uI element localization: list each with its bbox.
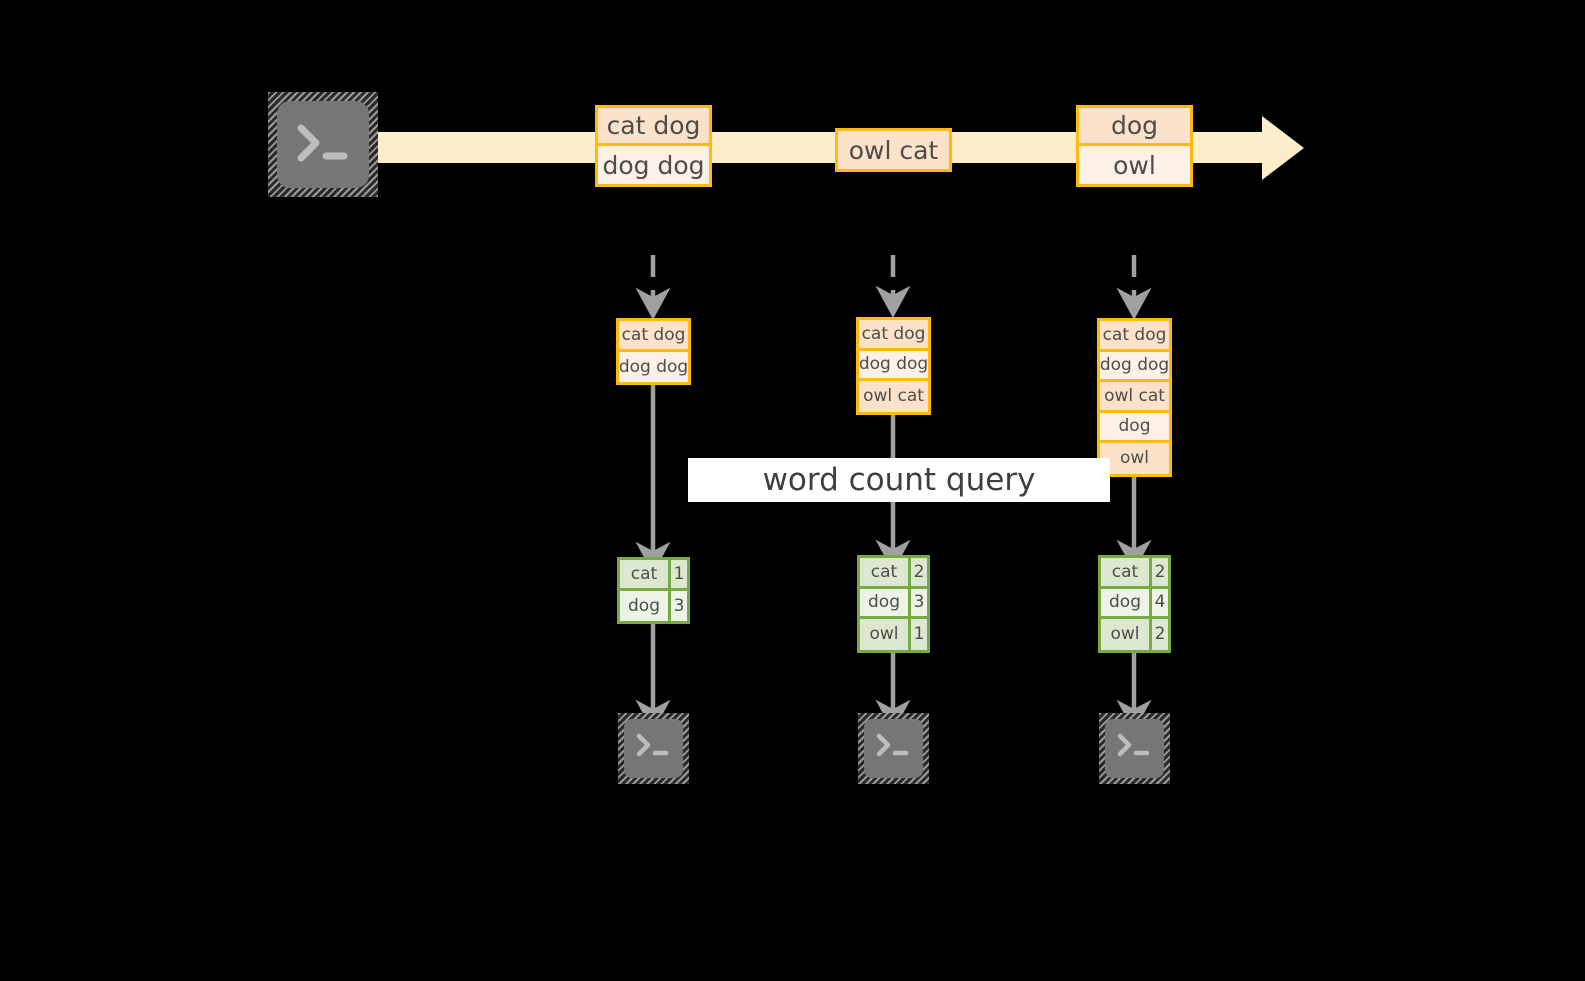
snapshot-row: owl <box>1100 443 1169 474</box>
source-terminal-icon[interactable] <box>268 92 378 197</box>
result-count: 1 <box>671 560 687 588</box>
query-label: word count query <box>762 462 1036 498</box>
stream-batch-line: dog dog <box>598 146 709 184</box>
snapshot-table-2[interactable]: cat dog dog dog owl cat <box>856 317 931 415</box>
result-row: dog 3 <box>860 588 927 619</box>
snapshot-row: dog dog <box>859 350 928 381</box>
sink-terminal-icon-1[interactable] <box>618 713 689 784</box>
stream-batch-line: owl <box>1079 146 1190 184</box>
result-count: 2 <box>1152 558 1168 586</box>
snapshot-row: dog dog <box>619 351 688 382</box>
sink-terminal-icon-2[interactable] <box>858 713 929 784</box>
snapshot-row: cat dog <box>1100 321 1169 352</box>
sink-terminal-prompt-glyph <box>636 733 669 757</box>
snapshot-row: dog dog <box>1100 351 1169 382</box>
stream-batch-line: owl cat <box>838 131 949 169</box>
sink-terminal-body <box>624 719 683 778</box>
result-row: cat 1 <box>620 560 687 591</box>
result-word: cat <box>860 558 911 586</box>
stream-batch-line: dog <box>1079 108 1190 146</box>
result-word: dog <box>1101 588 1152 616</box>
result-row: dog 4 <box>1101 588 1168 619</box>
stream-batch-1[interactable]: cat dog dog dog <box>595 105 712 187</box>
source-terminal-body <box>277 101 369 188</box>
result-word: dog <box>860 588 911 616</box>
result-word: cat <box>1101 558 1152 586</box>
result-word: cat <box>620 560 671 588</box>
result-word: owl <box>1101 619 1152 650</box>
snapshot-table-1[interactable]: cat dog dog dog <box>616 318 691 385</box>
result-row: cat 2 <box>860 558 927 589</box>
snapshot-row: cat dog <box>859 320 928 351</box>
result-count: 3 <box>911 588 927 616</box>
snapshot-row: dog <box>1100 412 1169 443</box>
source-terminal-prompt-glyph <box>297 124 348 162</box>
sink-terminal-prompt-glyph <box>1117 733 1150 757</box>
result-count: 2 <box>1152 619 1168 650</box>
result-word: owl <box>860 619 911 650</box>
sink-terminal-body <box>864 719 923 778</box>
result-count: 3 <box>671 590 687 621</box>
result-row: owl 1 <box>860 619 927 650</box>
result-row: owl 2 <box>1101 619 1168 650</box>
result-table-2[interactable]: cat 2 dog 3 owl 1 <box>857 555 930 653</box>
result-row: cat 2 <box>1101 558 1168 589</box>
stream-batch-3[interactable]: dog owl <box>1076 105 1193 187</box>
snapshot-row: cat dog <box>619 321 688 352</box>
snapshot-row: owl cat <box>859 381 928 412</box>
sink-terminal-body <box>1105 719 1164 778</box>
result-count: 1 <box>911 619 927 650</box>
query-label-band: word count query <box>688 458 1110 502</box>
sink-terminal-icon-3[interactable] <box>1099 713 1170 784</box>
snapshot-row: owl cat <box>1100 382 1169 413</box>
result-word: dog <box>620 590 671 621</box>
result-table-1[interactable]: cat 1 dog 3 <box>617 557 690 624</box>
result-count: 2 <box>911 558 927 586</box>
stream-batch-2[interactable]: owl cat <box>835 128 952 172</box>
result-count: 4 <box>1152 588 1168 616</box>
result-row: dog 3 <box>620 590 687 621</box>
stream-batch-line: cat dog <box>598 108 709 146</box>
sink-terminal-prompt-glyph <box>876 733 909 757</box>
stream-arrow-head <box>1262 115 1304 180</box>
snapshot-table-3[interactable]: cat dog dog dog owl cat dog owl <box>1097 318 1172 477</box>
result-table-3[interactable]: cat 2 dog 4 owl 2 <box>1098 555 1171 653</box>
